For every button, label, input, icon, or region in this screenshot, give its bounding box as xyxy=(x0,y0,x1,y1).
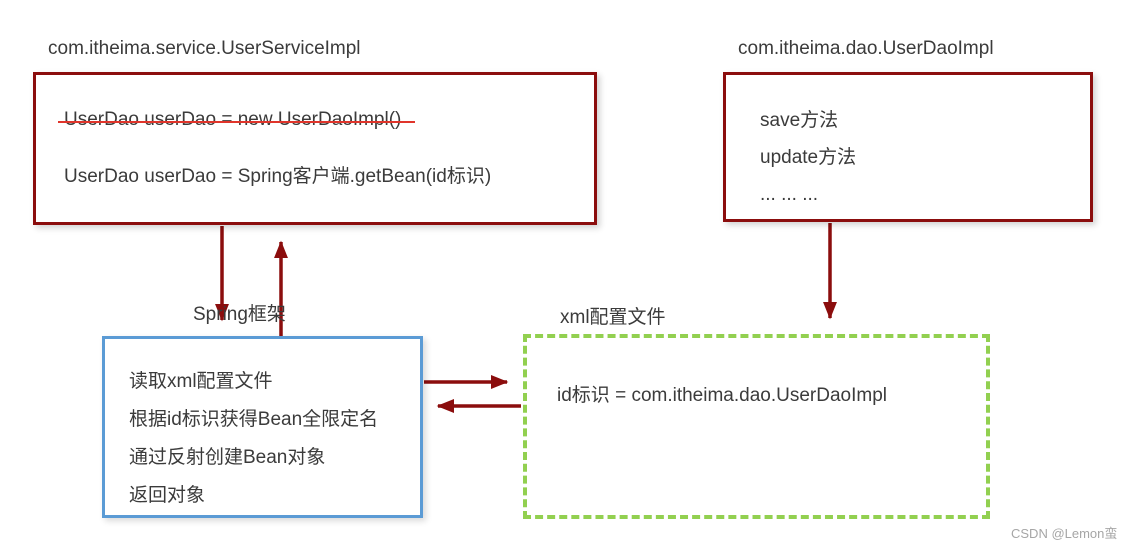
watermark: CSDN @Lemon蛮 xyxy=(1011,526,1118,541)
spring-framework-label: Spring框架 xyxy=(193,304,286,325)
spring-step-get-bean-name: 根据id标识获得Bean全限定名 xyxy=(129,409,379,430)
spacer xyxy=(64,133,594,164)
dao-method-save: save方法 xyxy=(760,110,839,131)
xml-config-box: id标识 = com.itheima.dao.UserDaoImpl xyxy=(523,334,990,519)
dao-method-update: update方法 xyxy=(760,147,857,168)
strikethrough-text: UserDao userDao = new UserDaoImpl() xyxy=(57,107,416,133)
spring-framework-box: 读取xml配置文件 根据id标识获得Bean全限定名 通过反射创建Bean对象 … xyxy=(102,336,423,518)
dao-box: save方法 update方法 ... ... ... xyxy=(723,72,1093,222)
xml-config-label: xml配置文件 xyxy=(560,307,666,328)
old-instantiation-line: UserDao userDao = new UserDaoImpl() xyxy=(57,107,594,133)
new-instantiation-line: UserDao userDao = Spring客户端.getBean(id标识… xyxy=(64,166,492,187)
service-box: UserDao userDao = new UserDaoImpl() User… xyxy=(33,72,597,225)
xml-id-mapping-line: id标识 = com.itheima.dao.UserDaoImpl xyxy=(557,385,887,406)
dao-class-label: com.itheima.dao.UserDaoImpl xyxy=(738,38,994,59)
service-class-label: com.itheima.service.UserServiceImpl xyxy=(48,38,361,59)
spring-step-return-object: 返回对象 xyxy=(129,485,206,506)
spring-step-reflect-create: 通过反射创建Bean对象 xyxy=(129,447,326,468)
dao-method-ellipsis: ... ... ... xyxy=(760,184,819,205)
spring-step-read-xml: 读取xml配置文件 xyxy=(129,371,273,392)
